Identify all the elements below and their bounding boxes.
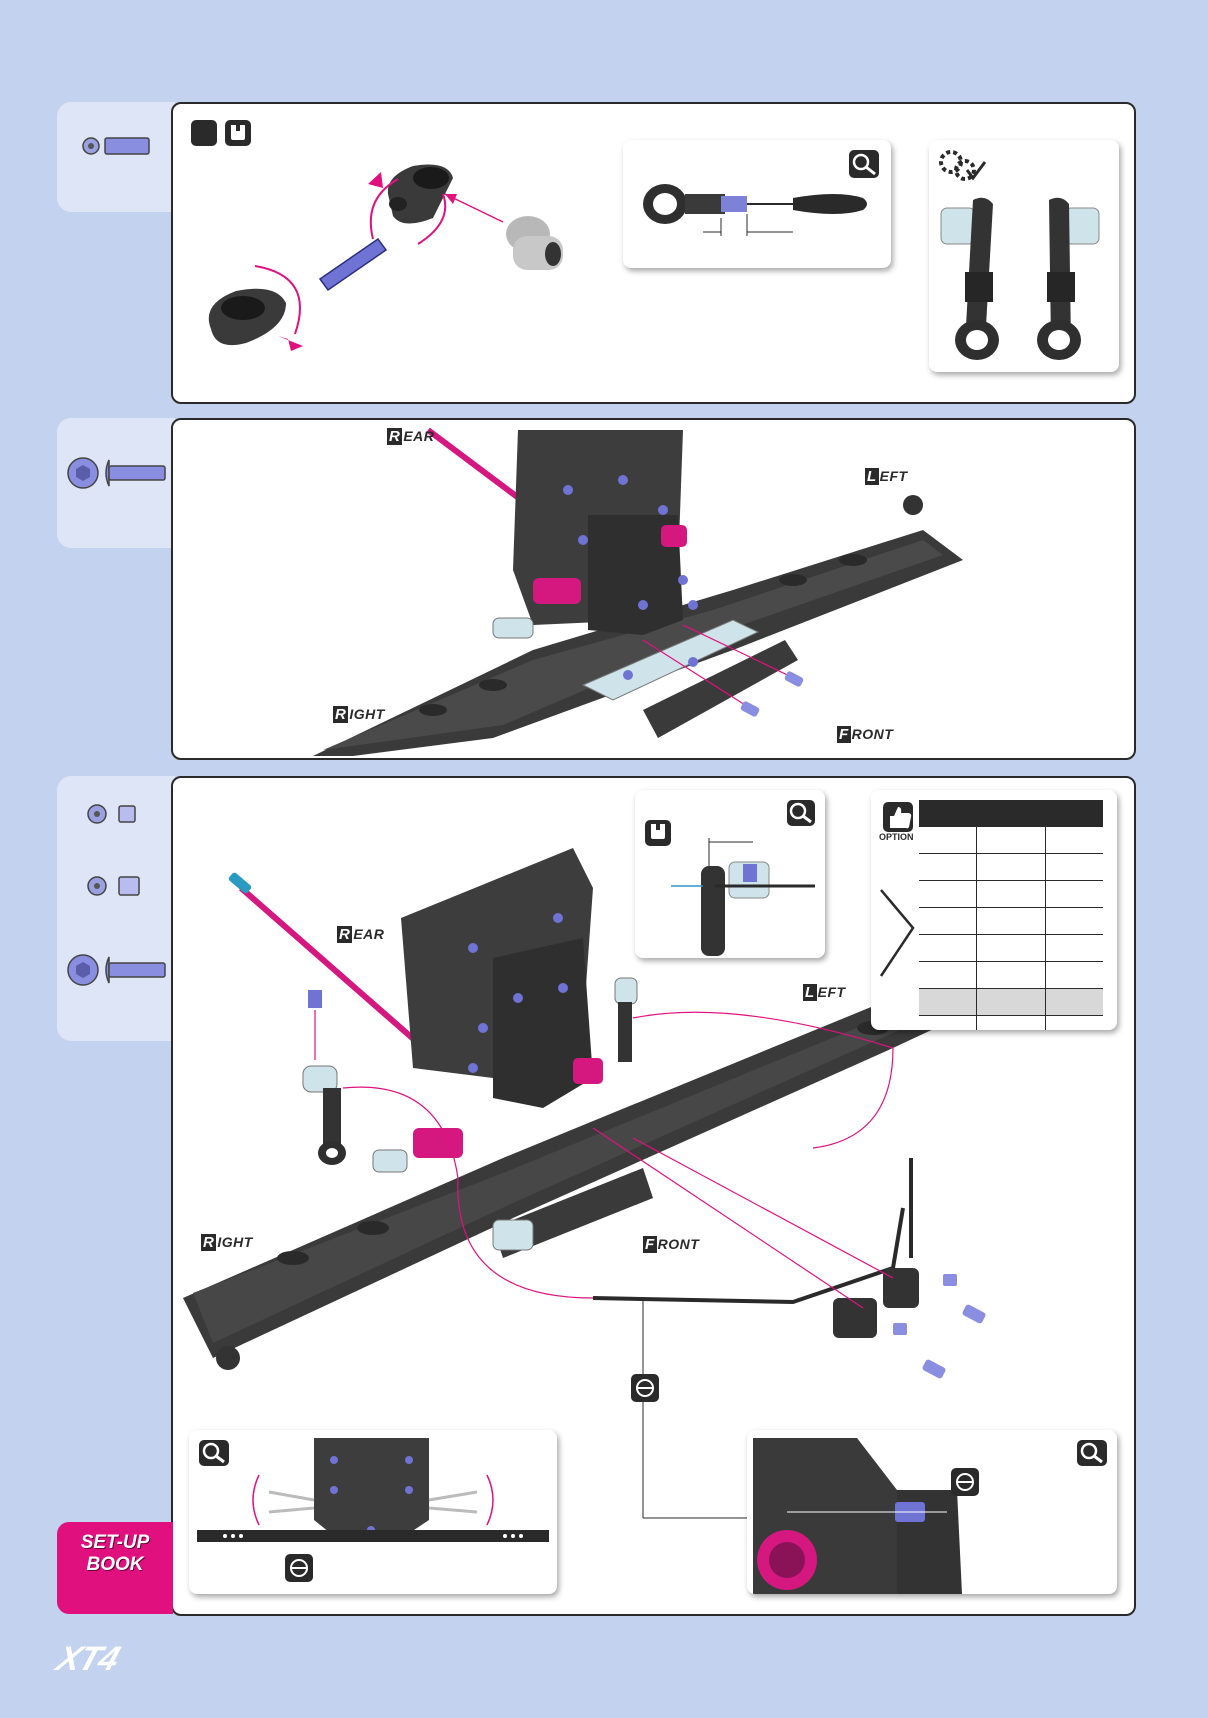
zoom-card-setscrew-detail — [747, 1430, 1117, 1594]
zoom-card-roll-bar-movement — [189, 1430, 557, 1594]
assembled-links-diagram — [929, 140, 1119, 372]
button-screw-part-icon — [57, 418, 175, 548]
setup-book-line2: BOOK — [57, 1554, 173, 1576]
roll-bar-option-table — [919, 800, 1103, 1030]
parts-sidebar-step-2 — [57, 418, 175, 548]
thumbs-up-icon — [879, 800, 919, 860]
setscrew-part-icon — [57, 102, 175, 212]
front-bulkhead-assembly-diagram — [173, 420, 1134, 758]
turnbuckle-exploded-diagram — [183, 124, 603, 404]
link-height-detail — [635, 790, 825, 958]
roll-bar-movement-detail — [189, 1430, 557, 1594]
option-card-roll-bar-table: OPTION — [871, 790, 1117, 1030]
check-card-assembled-links — [929, 140, 1119, 372]
bracket-shape — [875, 886, 925, 986]
zoom-card-link-height — [635, 790, 825, 958]
setscrew-detail — [747, 1430, 1117, 1594]
tools-check-icon — [941, 152, 985, 179]
setup-book-tab[interactable]: SET-UP BOOK — [57, 1522, 173, 1614]
option-label: OPTION — [879, 832, 914, 842]
setup-book-line1: SET-UP — [57, 1532, 173, 1554]
parts-sidebar-step-3 — [57, 776, 175, 1041]
hardware-parts-icons — [57, 776, 175, 1041]
turnbuckle-length-detail — [623, 140, 891, 268]
parts-sidebar-step-1 — [57, 102, 175, 212]
xt4-logo: XT4 — [52, 1640, 124, 1679]
step-panel-turnbuckle — [171, 102, 1136, 404]
zoom-card-turnbuckle-length — [623, 140, 891, 268]
